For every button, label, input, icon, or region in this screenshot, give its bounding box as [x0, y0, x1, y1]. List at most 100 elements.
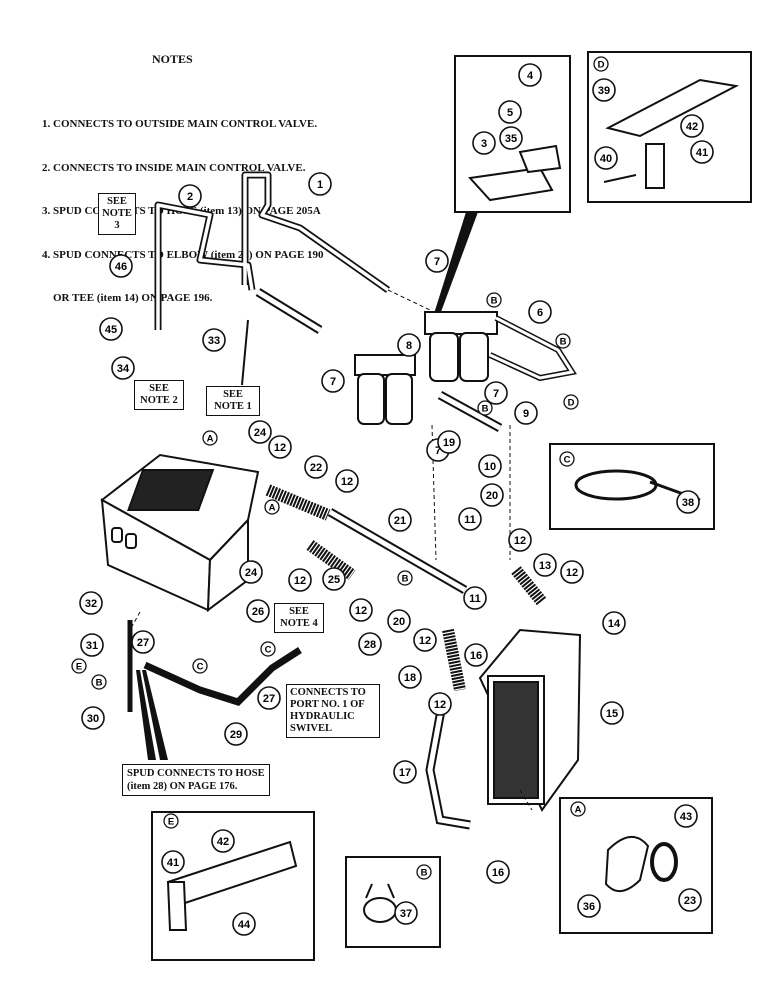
- callout-circle: [498, 100, 522, 124]
- detail-letter: E: [76, 662, 82, 673]
- detail-letter: A: [575, 805, 582, 816]
- detail-letter: B: [96, 678, 103, 689]
- callout-circle: [680, 114, 704, 138]
- inset-frame-a: [559, 797, 713, 934]
- callout-number: 24: [245, 567, 258, 579]
- callout-number: 13: [539, 560, 551, 572]
- callout-circle: [577, 894, 601, 918]
- detail-letter-circle: [71, 658, 87, 674]
- callout-number: 3: [481, 138, 487, 150]
- callout-circle: [308, 172, 332, 196]
- detail-letter: E: [168, 817, 174, 828]
- callout-number: 32: [85, 598, 97, 610]
- callout-circle: [514, 401, 538, 425]
- detail-letter: C: [564, 455, 571, 466]
- callout-number: 19: [443, 437, 455, 449]
- port-note-line-1: CONNECTS TO: [290, 687, 366, 698]
- callout-circle: [246, 599, 270, 623]
- callout-number: 40: [600, 153, 612, 165]
- detail-letter-circle: [202, 430, 218, 446]
- detail-letter: D: [598, 60, 605, 71]
- callout-number: 20: [486, 490, 498, 502]
- callout-number: 41: [696, 147, 708, 159]
- callout-circle: [533, 553, 557, 577]
- callout-number: 28: [364, 639, 376, 651]
- callout-number: 9: [523, 408, 529, 420]
- callout-number: 17: [399, 767, 411, 779]
- callout-number: 4: [527, 70, 534, 82]
- callout-circle: [560, 560, 584, 584]
- callout-number: 8: [406, 340, 412, 352]
- hydraulic-tank: [100, 453, 260, 613]
- callout-number: 1: [317, 179, 323, 191]
- inset-label: B: [421, 868, 428, 879]
- callout-circle: [358, 632, 382, 656]
- callout-number: 39: [598, 85, 610, 97]
- callout-circle: [428, 692, 452, 716]
- callout-number: 7: [493, 388, 499, 400]
- callout-number: 21: [394, 515, 406, 527]
- callout-circle: [508, 528, 532, 552]
- callout-number: 10: [484, 461, 496, 473]
- callout-circle: [99, 317, 123, 341]
- see-note-2: SEE NOTE 2: [134, 380, 184, 410]
- callout-circle: [388, 508, 412, 532]
- see-note-3-line-1: SEE: [107, 196, 127, 207]
- callout-number: 23: [684, 895, 696, 907]
- bottom-note-line-2: (item 28) ON PAGE 176.: [127, 781, 238, 792]
- filter-assembly: [354, 311, 498, 425]
- see-note-3-line-2: NOTE: [102, 208, 132, 219]
- see-note-3-line-3: 3: [114, 220, 120, 231]
- callout-number: 12: [514, 535, 526, 547]
- callout-circle: [80, 633, 104, 657]
- callout-circle: [288, 568, 312, 592]
- callout-circle: [458, 507, 482, 531]
- callout-circle: [79, 591, 103, 615]
- callout-number: 24: [254, 427, 267, 439]
- callout-circle: [397, 333, 421, 357]
- detail-letter: C: [265, 645, 272, 656]
- detail-letter-circle: [593, 56, 609, 72]
- callout-circle: [393, 760, 417, 784]
- callout-number: 43: [680, 811, 692, 823]
- see-note-1: SEE NOTE 1: [206, 386, 260, 416]
- port-note-line-3: HYDRAULIC: [290, 711, 355, 722]
- callout-number: 7: [434, 256, 440, 268]
- detail-letter-circle: [163, 813, 179, 829]
- bottom-note: SPUD CONNECTS TO HOSE (item 28) ON PAGE …: [122, 764, 270, 796]
- callout-circle: [304, 455, 328, 479]
- inset-frame-b: [345, 856, 441, 948]
- detail-letter-circle: [570, 801, 586, 817]
- callout-circle: [437, 430, 461, 454]
- see-note-4-line-2: NOTE 4: [280, 618, 318, 629]
- callout-number: 6: [537, 307, 543, 319]
- callout-circle: [394, 901, 418, 925]
- callout-circle: [594, 146, 618, 170]
- callout-circle: [480, 483, 504, 507]
- detail-letter: A: [207, 434, 214, 445]
- see-note-3: SEE NOTE 3: [98, 193, 136, 235]
- callout-number: 20: [393, 616, 405, 628]
- callout-number: 44: [238, 919, 251, 931]
- callout-circle: [518, 63, 542, 87]
- callout-circle: [321, 369, 345, 393]
- callout-number: 33: [208, 335, 220, 347]
- callout-circle: [387, 609, 411, 633]
- callout-number: 12: [341, 476, 353, 488]
- detail-letter-circle: [486, 292, 502, 308]
- callout-circle: [335, 469, 359, 493]
- callout-circle: [322, 567, 346, 591]
- callout-number: 42: [217, 836, 229, 848]
- callout-number: 34: [117, 363, 130, 375]
- callout-number: 16: [470, 650, 482, 662]
- callout-circle: [81, 706, 105, 730]
- callout-number: 25: [328, 574, 340, 586]
- callout-number: 2: [187, 191, 193, 203]
- callout-number: 12: [294, 575, 306, 587]
- see-note-2-line-2: NOTE 2: [140, 395, 178, 406]
- callout-circle: [690, 140, 714, 164]
- inset-frame-d: [587, 51, 752, 203]
- callout-number: 27: [263, 693, 275, 705]
- callout-circle: [592, 78, 616, 102]
